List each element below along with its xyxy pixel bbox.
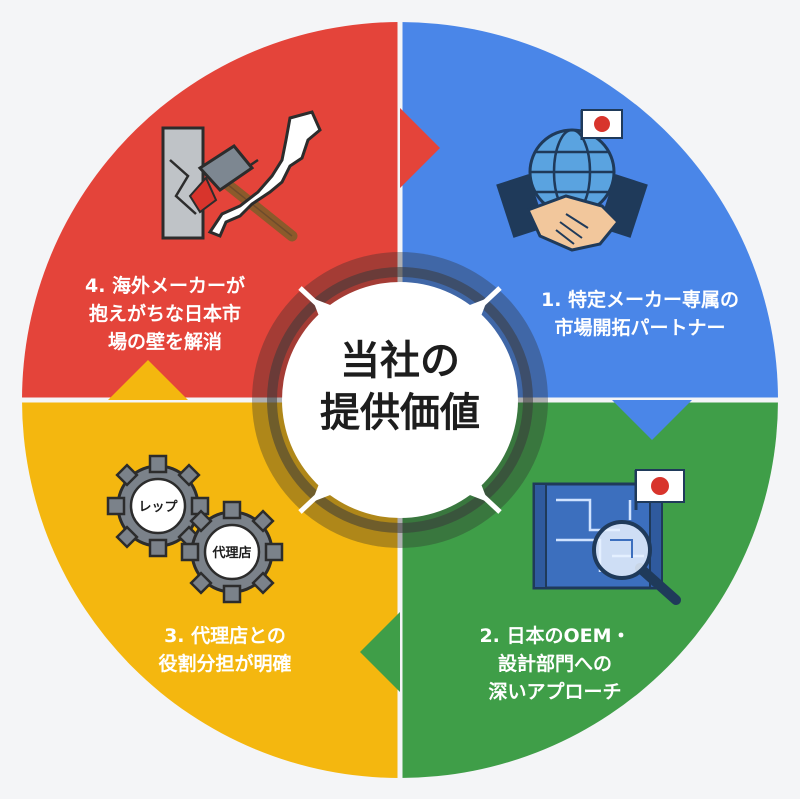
segment-2-line-1: 2. 日本のOEM・ <box>479 625 631 647</box>
flow-arrow-blue-to-green <box>612 400 692 440</box>
inward-arrow-blue <box>462 286 502 324</box>
segment-4-line-3: 場の壁を解消 <box>107 331 222 353</box>
segment-3-line-2: 役割分担が明確 <box>158 653 292 675</box>
segment-1-line-1: 1. 特定メーカー専属の <box>540 289 740 311</box>
inward-arrow-green <box>462 476 502 514</box>
segment-3-line-1: 3. 代理店との <box>164 625 286 647</box>
segment-1-line-2: 市場開拓パートナー <box>554 317 726 339</box>
flow-arrow-red-to-blue <box>400 108 440 188</box>
gear-label-agency: 代理店 <box>211 545 251 561</box>
segment-2-line-2: 設計部門への <box>497 653 612 675</box>
inward-arrow-yellow <box>298 476 338 514</box>
segment-3-label: 3. 代理店との 役割分担が明確 <box>110 622 340 678</box>
center-circle <box>282 282 518 518</box>
segment-yellow <box>22 400 400 778</box>
segment-4-line-2: 抱えがちな日本市 <box>88 303 241 325</box>
flow-arrow-green-to-yellow <box>360 612 400 692</box>
blueprint-magnifier-japan-flag-icon <box>532 469 685 605</box>
center-title-line-1: 当社の <box>340 338 460 384</box>
gear-rep <box>106 454 210 558</box>
gears-icon: レップ 代理店 <box>106 454 284 604</box>
segment-2-label: 2. 日本のOEM・ 設計部門への 深いアプローチ <box>440 622 670 706</box>
gear-label-rep: レップ <box>138 500 178 515</box>
center-title-line-2: 提供価値 <box>320 390 480 436</box>
inward-arrow-red <box>298 286 338 324</box>
hammer-wall-japan-map-icon <box>161 110 322 242</box>
globe-handshake-japan-flag-icon <box>496 109 648 252</box>
segment-2-line-3: 深いアプローチ <box>488 681 622 703</box>
segment-4-line-1: 4. 海外メーカーが <box>84 275 246 297</box>
center-title: 当社の 提供価値 <box>305 335 495 439</box>
segment-4-label: 4. 海外メーカーが 抱えがちな日本市 場の壁を解消 <box>50 272 280 356</box>
segment-1-label: 1. 特定メーカー専属の 市場開拓パートナー <box>510 286 770 342</box>
flow-arrow-yellow-to-red <box>108 360 188 400</box>
gear-agency <box>180 500 284 604</box>
